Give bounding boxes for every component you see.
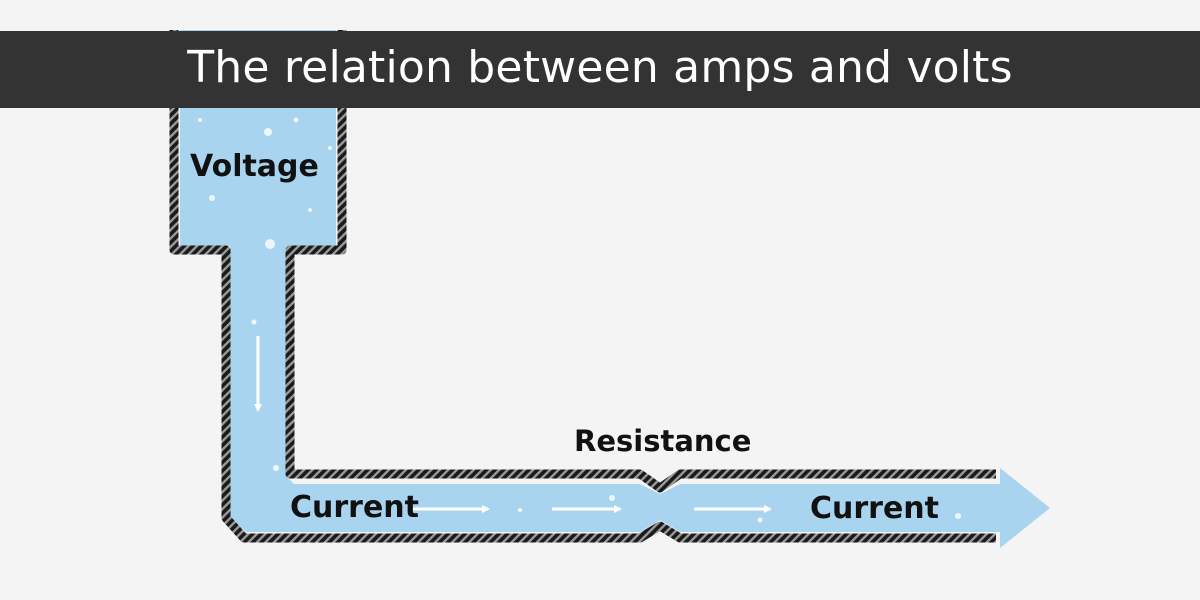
pipe-walls [169, 30, 996, 543]
water-bubbles [198, 117, 961, 523]
flow-arrows [254, 336, 772, 513]
current-label-left: Current [290, 490, 419, 525]
title-bar [0, 31, 1200, 108]
page-title: The relation between amps and volts [187, 42, 1013, 93]
current-label-right: Current [810, 491, 939, 526]
resistance-label: Resistance [574, 424, 751, 458]
voltage-label: Voltage [190, 149, 319, 184]
